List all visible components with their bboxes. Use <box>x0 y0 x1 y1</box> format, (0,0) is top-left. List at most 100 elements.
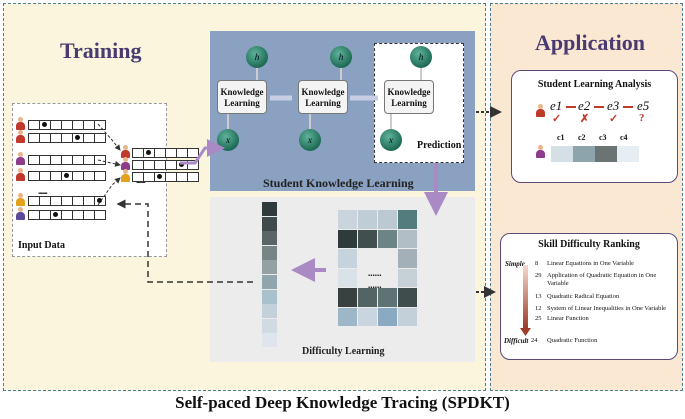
difficulty-bar-cell <box>262 304 277 319</box>
student-learning-analysis-box: Student Learning Analysis <box>511 70 678 183</box>
difficult-label: Difficult <box>504 337 529 345</box>
input-to-skl-arrow <box>180 139 225 165</box>
matrix-cell <box>378 210 397 229</box>
skill-name: Application of Quadratic Equation in One… <box>547 272 657 287</box>
feedback-arrow <box>116 199 253 283</box>
matrix-cell <box>398 249 417 268</box>
knowledge-learning-cell-2: Knowledge Learning <box>298 80 348 114</box>
matrix-cell <box>398 288 417 307</box>
input-node-3: x <box>380 129 402 151</box>
matrix-cell <box>338 249 357 268</box>
difficulty-bar-cell <box>262 318 277 333</box>
exercise-label: e1 <box>550 98 563 113</box>
matrix-cell <box>358 288 377 307</box>
h-label: h <box>418 52 424 62</box>
sequence-row <box>28 120 106 130</box>
matrix-cell <box>358 210 377 229</box>
difficulty-bar-cell <box>262 202 277 216</box>
skill-name: Linear Equations in One Variable <box>547 260 634 267</box>
student-icon <box>16 117 25 130</box>
matrix-cell <box>378 229 397 248</box>
student-icon <box>121 145 130 158</box>
concept-label: c1 <box>557 133 565 142</box>
ellipsis: ....... <box>38 186 48 196</box>
matrix-cell <box>338 229 357 248</box>
sequence-row <box>132 148 199 158</box>
difficulty-gradient <box>523 265 528 328</box>
student-icon <box>16 130 25 143</box>
student-knowledge-learning-label: Student Knowledge Learning <box>263 176 414 190</box>
student-icon <box>121 157 130 170</box>
sequence-row <box>132 172 199 182</box>
result-mark: ? <box>639 112 645 124</box>
sequence-row <box>28 171 106 181</box>
difficulty-bar-cell <box>262 216 277 231</box>
student-icon <box>121 169 130 182</box>
skill-id: 29 <box>535 272 542 279</box>
matrix-cell <box>378 288 397 307</box>
input-node-2: x <box>299 129 321 151</box>
sequence-row <box>28 196 106 206</box>
matrix-cell <box>338 288 357 307</box>
matrix-cell <box>378 307 397 326</box>
merge-arrow-3 <box>97 177 121 206</box>
difficulty-gradient-head <box>520 328 531 336</box>
difficulty-bar-cell <box>262 260 277 275</box>
skill-id: 12 <box>535 305 542 312</box>
matrix-cell <box>398 229 417 248</box>
concept-mastery-cell <box>617 146 639 162</box>
sequence-row <box>28 133 106 143</box>
concept-mastery-cell <box>573 146 595 162</box>
student-learning-analysis-title: Student Learning Analysis <box>537 79 652 90</box>
input-data-label: Input Data <box>18 240 65 251</box>
skill-name: Quadratic Function <box>547 337 598 344</box>
h-label: h <box>338 52 344 62</box>
hidden-state-node-3: h <box>410 46 432 68</box>
skill-id: 25 <box>535 315 542 322</box>
simple-label: Simple <box>505 260 525 268</box>
skill-name: Linear Function <box>547 315 589 322</box>
exercise-label: e5 <box>637 98 650 113</box>
concept-label: c2 <box>578 133 586 142</box>
sequence-arrow <box>623 106 633 108</box>
student-avatar-icon <box>536 104 545 117</box>
knowledge-learning-cell-1: Knowledge Learning <box>217 80 267 114</box>
matrix-cell <box>338 268 357 287</box>
matrix-cell <box>338 307 357 326</box>
prediction-label: Prediction <box>417 140 462 151</box>
student-icon <box>16 193 25 206</box>
result-mark: ✓ <box>609 113 619 125</box>
hidden-state-node-2: h <box>330 46 352 68</box>
difficulty-bar-cell <box>262 245 277 260</box>
concept-label: c3 <box>599 133 607 142</box>
matrix-cell <box>358 229 377 248</box>
difficulty-bar-cell <box>262 275 277 289</box>
matrix-cell <box>398 307 417 326</box>
difficulty-bar-cell <box>262 231 277 246</box>
matrix-cell <box>398 210 417 229</box>
merge-arrow-2 <box>97 159 121 167</box>
student-icon <box>16 207 25 220</box>
exercise-label: e3 <box>607 98 620 113</box>
sequence-arrow <box>566 106 576 108</box>
difficulty-bar-cell <box>262 333 277 348</box>
matrix-cell <box>338 210 357 229</box>
skill-name: System of Linear Inequalities in One Var… <box>547 305 667 312</box>
result-mark: ✗ <box>580 113 590 125</box>
knowledge-learning-cell-3: Knowledge Learning <box>384 80 434 114</box>
difficulty-learning-label: Difficulty Learning <box>302 346 385 357</box>
footer-title: Self-paced Deep Knowledge Tracing (SPDKT… <box>175 393 510 412</box>
sequence-arrow <box>594 106 604 108</box>
concept-mastery-cell <box>595 146 617 162</box>
student-avatar-icon <box>536 145 545 158</box>
matrix-ellipsis-2: ...... <box>368 280 382 290</box>
difficulty-bar-cell <box>262 289 277 304</box>
student-icon <box>16 168 25 181</box>
training-title: Training <box>60 38 142 63</box>
result-mark: ✓ <box>552 113 562 125</box>
concept-mastery-cell <box>551 146 573 162</box>
skill-name: Quadratic Radical Equation <box>547 293 620 300</box>
merge-arrow-1 <box>97 123 121 151</box>
student-icon <box>16 152 25 165</box>
